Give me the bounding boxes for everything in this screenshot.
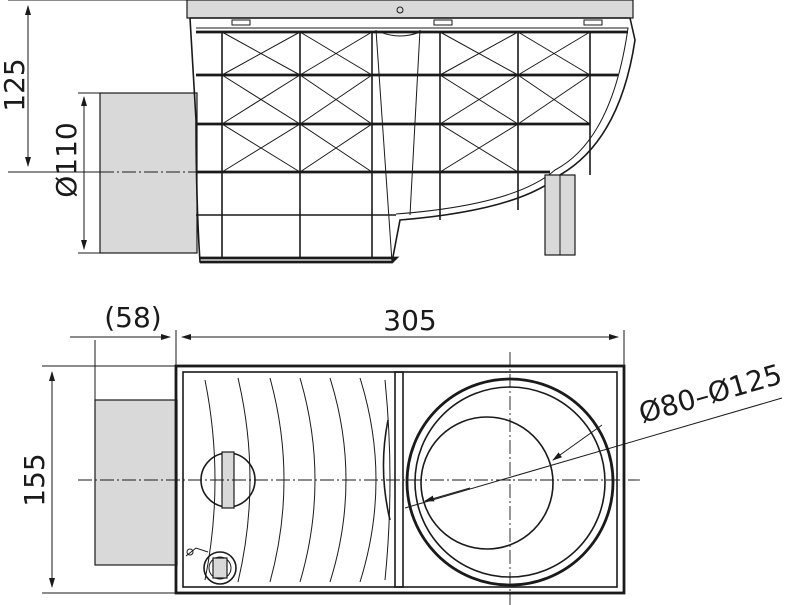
dim-width-155: 155 <box>18 453 51 506</box>
dim-length-305: 305 <box>383 304 436 337</box>
dim-diameter-110: Ø110 <box>50 122 83 197</box>
side-lid <box>186 0 634 19</box>
plan-outlet-pipe <box>94 399 178 566</box>
side-outlet-pipe <box>99 92 198 254</box>
plan-frame <box>174 364 626 595</box>
side-view: 125 Ø110 <box>0 0 636 264</box>
plan-view: (58) 305 155 Ø80–Ø125 <box>18 301 786 605</box>
plan-nut <box>185 547 237 585</box>
dim-height-125: 125 <box>0 58 31 111</box>
dim-offset-58: (58) <box>104 301 161 334</box>
side-body <box>189 17 636 263</box>
plan-inner-ring <box>420 416 554 550</box>
